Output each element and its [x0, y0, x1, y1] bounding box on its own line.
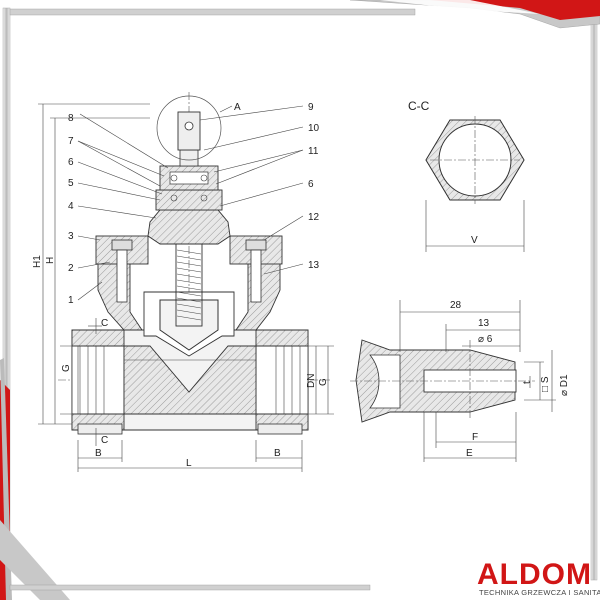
section-width-label: V — [471, 235, 478, 246]
valve-body — [71, 329, 309, 435]
dim-label-b-right: B — [274, 448, 281, 459]
detail-dim-13: 13 — [478, 318, 490, 329]
detail-dim-28: 28 — [450, 300, 462, 311]
part-label-5: 5 — [68, 178, 74, 189]
detail-dim-d1: ⌀ D1 — [559, 374, 570, 396]
main-dimension-lines — [38, 103, 334, 472]
dim-label-c-top: C — [101, 318, 108, 329]
main-dimension-labels: H1 H G C C DN G B L B — [32, 255, 329, 469]
brand-logo: ALDOM TECHNIKA GRZEWCZA I SANITARNA — [477, 558, 600, 597]
dim-label-g-right: G — [318, 378, 329, 386]
stem-detail: 28 13 ⌀ 6 t □ S ⌀ D1 F E — [350, 300, 570, 462]
part-label-4: 4 — [68, 201, 74, 212]
part-label-10: 10 — [308, 123, 320, 134]
brand-tagline: TECHNIKA GRZEWCZA I SANITARNA — [479, 588, 600, 597]
part-label-6: 6 — [68, 157, 74, 168]
detail-label-a: A — [234, 102, 241, 113]
part-label-2: 2 — [68, 263, 74, 274]
section-cc: C-C V — [408, 99, 525, 252]
dim-label-dn: DN — [306, 374, 317, 388]
detail-dim-6: ⌀ 6 — [478, 334, 493, 345]
detail-dim-e: E — [466, 448, 473, 459]
detail-dim-t: t — [522, 381, 533, 384]
dim-label-c-bottom: C — [101, 435, 108, 446]
part-label-13: 13 — [308, 260, 320, 271]
leader-lines — [77, 105, 304, 301]
dim-label-l: L — [186, 458, 192, 469]
valve-bonnet — [95, 95, 283, 357]
dim-label-h: H — [45, 257, 56, 264]
dim-label-h1: H1 — [32, 255, 43, 268]
part-labels: 8 7 6 5 4 3 2 1 9 10 11 6 12 13 A — [68, 102, 320, 306]
brand-name: ALDOM — [477, 558, 592, 591]
part-label-7: 7 — [68, 136, 74, 147]
part-label-3: 3 — [68, 231, 74, 242]
part-label-1: 1 — [68, 295, 74, 306]
part-label-6-right: 6 — [308, 179, 314, 190]
detail-dim-f: F — [472, 432, 478, 443]
section-title: C-C — [408, 99, 430, 113]
part-label-8: 8 — [68, 113, 74, 124]
part-label-12: 12 — [308, 212, 320, 223]
part-label-11: 11 — [308, 146, 319, 157]
dim-label-b-left: B — [95, 448, 102, 459]
dim-label-g-left: G — [61, 364, 72, 372]
part-label-9: 9 — [308, 102, 314, 113]
detail-dim-s: □ S — [540, 376, 551, 392]
